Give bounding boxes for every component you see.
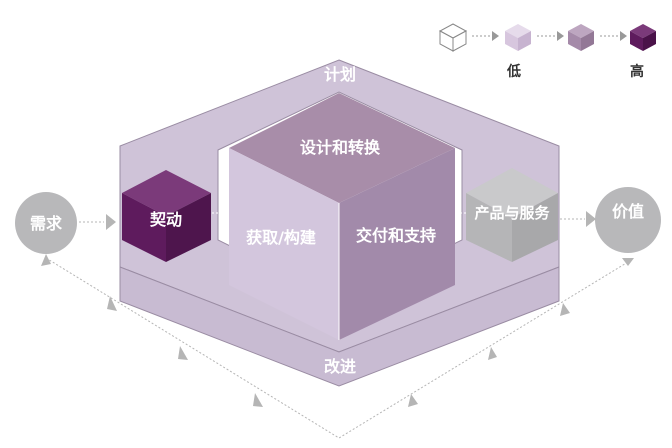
flow-arrow-up-right-3 (560, 303, 570, 316)
cube-left-face (229, 148, 339, 340)
central-cube (229, 93, 455, 340)
legend: 低 高 (438, 23, 656, 80)
products-services-cube: 产品与服务 (466, 168, 558, 262)
flow-arrow-up-right-2 (488, 347, 497, 360)
flow-arrow-down-value (622, 258, 634, 266)
value-label: 价值 (612, 202, 644, 221)
cube-right-face (339, 148, 455, 340)
demand-node: 需求 (15, 192, 77, 254)
design-transition-label: 设计和转换 (300, 138, 381, 157)
legend-high-label: 高 (630, 63, 644, 80)
legend-cube-4 (630, 24, 656, 51)
engage-cube: 契动 (122, 170, 211, 262)
value-arrow (560, 211, 596, 227)
legend-arrow-2 (537, 31, 564, 41)
engage-label: 契动 (149, 210, 182, 229)
value-node: 价值 (595, 187, 661, 253)
improve-label: 改进 (324, 357, 356, 376)
flow-arrow-up-right-1 (408, 394, 418, 407)
obtain-build-label: 获取/构建 (246, 228, 316, 247)
flow-arrow-up-left-1 (41, 254, 51, 266)
plan-label: 计划 (324, 65, 356, 84)
flow-arrow-up-left-4 (253, 393, 263, 407)
flow-path (41, 254, 634, 439)
legend-cube-1 (438, 23, 468, 52)
legend-low-label: 低 (506, 63, 521, 80)
deliver-support-label: 交付和支持 (356, 226, 436, 245)
cube-top-face (229, 93, 455, 203)
legend-arrow-3 (600, 31, 627, 41)
demand-label: 需求 (30, 214, 63, 233)
flow-arrow-up-left-3 (178, 346, 188, 360)
legend-arrow-1 (472, 31, 499, 41)
demand-arrow (79, 214, 116, 230)
flow-arrow-up-left-2 (107, 296, 117, 311)
products-services-label: 产品与服务 (474, 204, 550, 222)
legend-cube-2 (505, 24, 531, 51)
legend-cube-3 (568, 24, 594, 51)
